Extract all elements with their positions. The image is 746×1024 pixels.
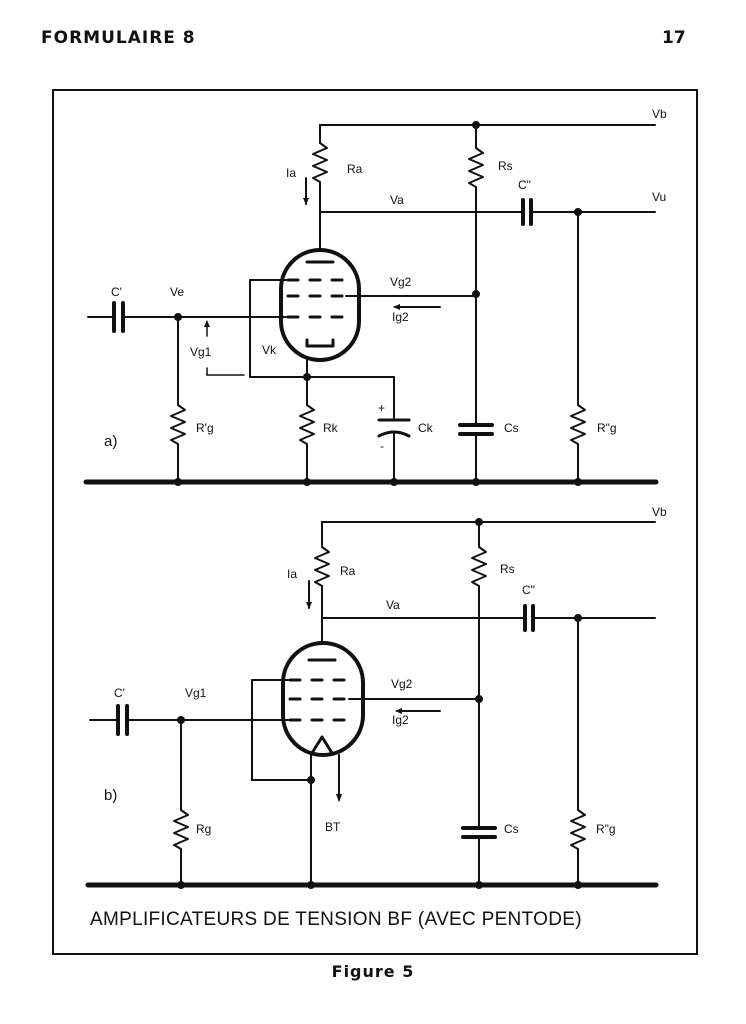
b-label-cs: Cs: [504, 822, 519, 836]
a-tag: a): [104, 433, 117, 450]
figure-label: Figure 5: [331, 962, 415, 981]
b-resistor-rs: [471, 546, 487, 587]
b-label-ra: Ra: [340, 564, 356, 578]
figure-frame: [52, 89, 698, 955]
page-number: 17: [662, 28, 686, 48]
b-label-va: Va: [386, 598, 400, 612]
b-label-vg1: Vg1: [185, 686, 207, 700]
diagram-caption: AMPLIFICATEURS DE TENSION BF (AVEC PENTO…: [90, 909, 582, 930]
a-resistor-rs: [468, 147, 484, 188]
circuit-b-labels: Vb Ia Ra Rs C" Va C' Vg1 Vg2 Ig2 Rg BT C…: [104, 505, 667, 836]
b-label-rs: Rs: [500, 562, 515, 576]
a-resistor-rk: [299, 404, 315, 445]
a-label-c1: C': [111, 285, 122, 299]
a-label-vb: Vb: [652, 107, 667, 121]
a-label-vu: Vu: [652, 190, 666, 204]
a-label-c2: C": [518, 178, 531, 192]
a-label-vg2: Vg2: [390, 275, 412, 289]
b-label-rg: Rg: [196, 822, 211, 836]
a-label-ig2: Ig2: [392, 310, 409, 324]
b-label-c2: C": [522, 583, 535, 597]
b-label-ia: Ia: [287, 567, 297, 581]
circuit-b: [85, 518, 659, 889]
a-pentode-tube: [279, 248, 361, 362]
a-resistor-rg1: [170, 404, 186, 445]
b-label-bt: BT: [325, 820, 341, 834]
a-label-vg1: Vg1: [190, 345, 212, 359]
b-resistor-ra: [314, 546, 330, 587]
circuit-a-labels: Vb Ia Ra Rs C" Va Vu C' Ve Vg2 Ig2 Vg1 V…: [104, 107, 667, 453]
b-resistor-rg2: [570, 809, 586, 850]
b-label-vg2: Vg2: [391, 677, 413, 691]
b-label-vb: Vb: [652, 505, 667, 519]
b-label-ig2: Ig2: [392, 713, 409, 727]
b-tag: b): [104, 787, 117, 804]
b-label-rg2: R"g: [596, 822, 616, 836]
b-resistor-rg: [173, 809, 189, 850]
circuit-a: [83, 121, 659, 486]
a-label-rg2: R"g: [597, 421, 617, 435]
a-label-ve: Ve: [170, 285, 184, 299]
a-label-va: Va: [390, 193, 404, 207]
a-label-rk: Rk: [323, 421, 339, 435]
a-label-ck: Ck: [418, 421, 434, 435]
a-label-ia: Ia: [286, 166, 296, 180]
header-title: FORMULAIRE 8: [41, 28, 196, 48]
b-label-c1: C': [114, 686, 125, 700]
a-label-rg1: R'g: [196, 421, 214, 435]
a-label-minus: -: [380, 439, 384, 453]
a-label-rs: Rs: [498, 159, 513, 173]
a-label-plus: +: [378, 401, 385, 415]
a-resistor-ra: [312, 142, 328, 183]
a-label-ra: Ra: [347, 162, 363, 176]
a-label-vk: Vk: [262, 343, 277, 357]
a-label-cs: Cs: [504, 421, 519, 435]
a-resistor-rg2: [570, 404, 586, 445]
